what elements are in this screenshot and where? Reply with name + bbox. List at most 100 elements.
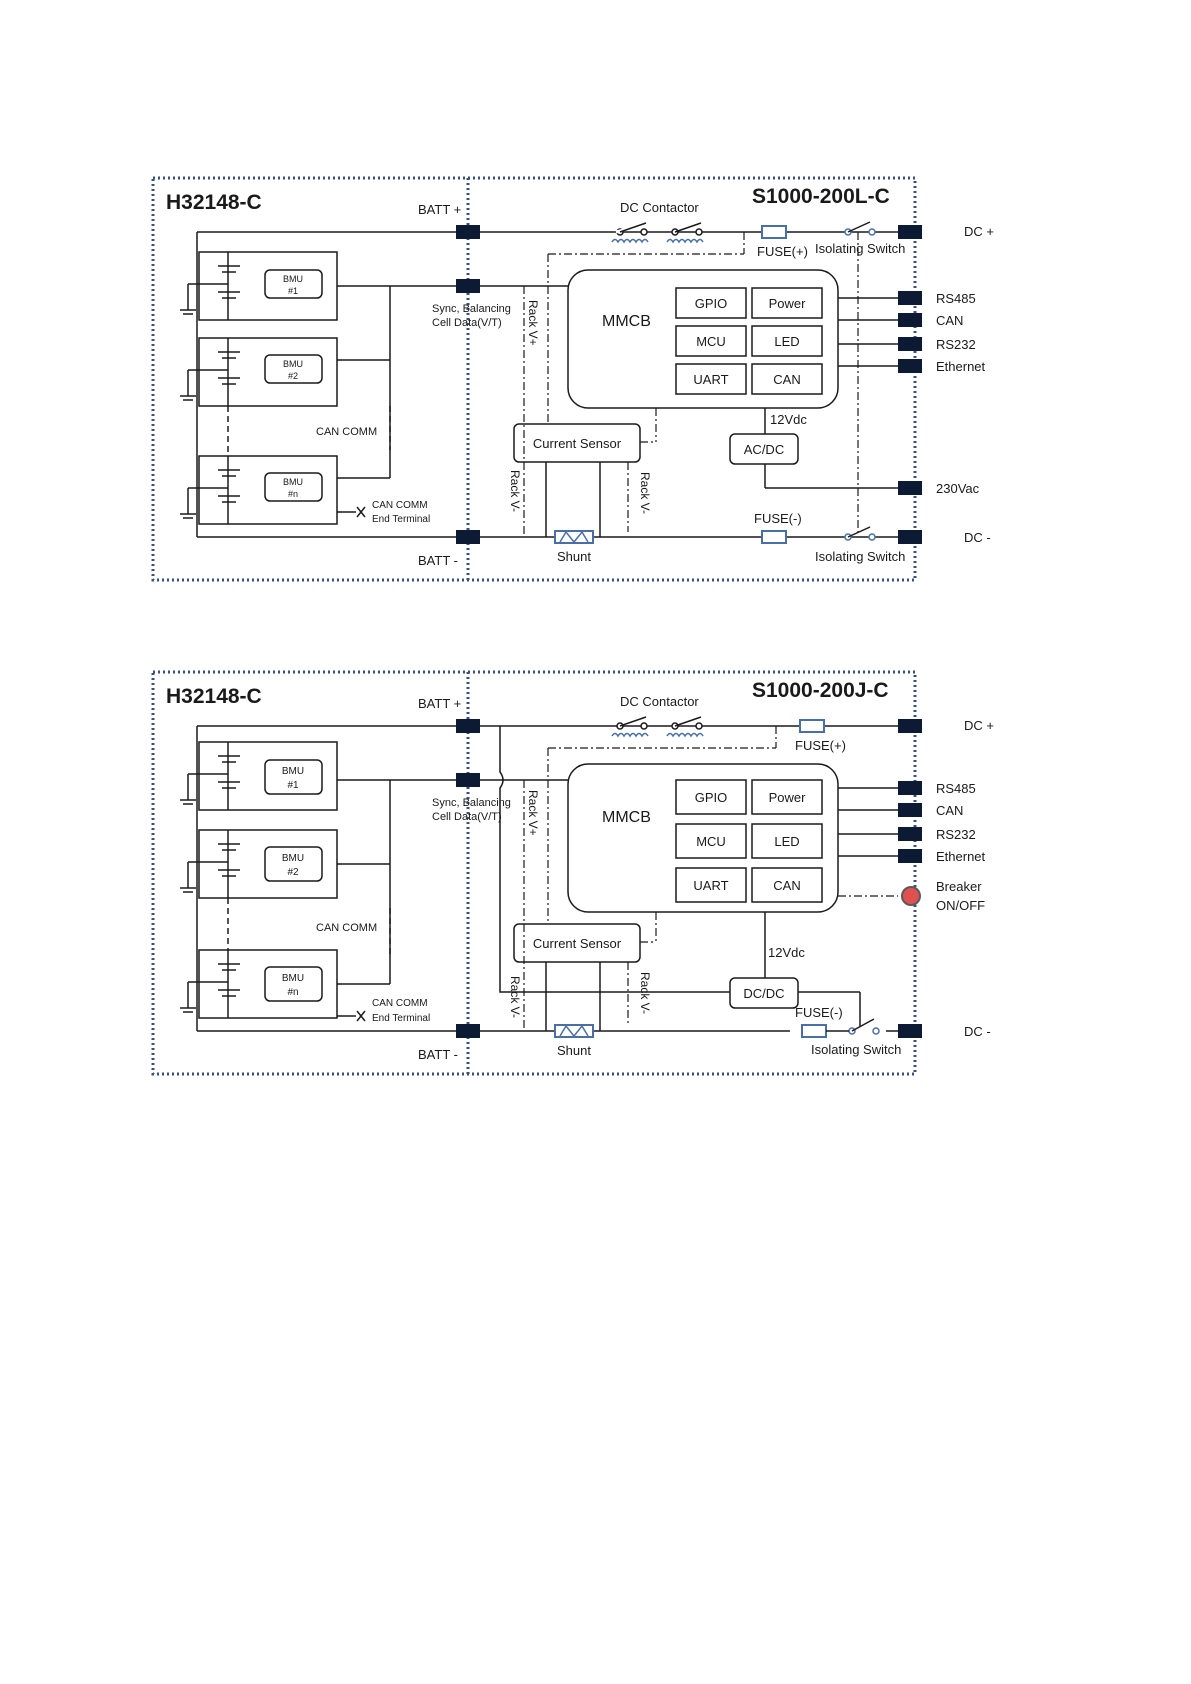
connector-batt-minus	[456, 530, 480, 544]
current-sensor-label: Current Sensor	[533, 936, 622, 951]
module-box-led	[751, 325, 823, 357]
breaker-label-2: ON/OFF	[936, 898, 985, 913]
dcdc-box	[729, 977, 799, 1009]
bmu-2-box	[264, 846, 323, 882]
connector-rs232	[898, 337, 922, 351]
batt-minus-label: BATT -	[418, 553, 458, 568]
isolating-switch-bottom	[826, 1018, 880, 1035]
isolating-switch-bottom	[844, 526, 876, 541]
fuse-plus-label: FUSE(+)	[757, 244, 808, 259]
dc-contactor-1	[611, 222, 649, 244]
bmu-n-box	[264, 472, 323, 502]
rack-v-minus-right-label: Rack V-	[638, 472, 652, 514]
can-end-label-1: CAN COMM	[372, 500, 428, 511]
voltage-12-label: 12Vdc	[768, 945, 805, 960]
bmu-1-number: #1	[287, 780, 299, 791]
connector-sync	[456, 773, 480, 787]
module-box-led	[751, 823, 823, 859]
battery-module-1	[198, 251, 338, 321]
breaker-indicator-icon	[901, 886, 921, 906]
bmu-n-title: BMU	[283, 477, 303, 487]
module-box-power	[751, 287, 823, 319]
bmu-2-number: #2	[287, 867, 299, 878]
module-power: Power	[769, 790, 807, 805]
dc-minus-label: DC -	[964, 1024, 991, 1039]
voltage-12-label: 12Vdc	[770, 412, 807, 427]
port-rs485: RS485	[936, 781, 976, 796]
battery-title: H32148-C	[166, 191, 262, 214]
fuse-minus-label: FUSE(-)	[754, 511, 802, 526]
connector-230vac	[898, 481, 922, 495]
controller-title: S1000-200L-C	[752, 185, 890, 208]
isolating-switch-bottom-label: Isolating Switch	[815, 549, 905, 564]
connector-rs485	[898, 291, 922, 305]
module-led: LED	[774, 834, 799, 849]
module-box-mcu	[675, 325, 747, 357]
sync-label-2: Cell Data(V/T)	[432, 811, 502, 823]
controller-title: S1000-200J-C	[752, 679, 889, 702]
current-sensor-box	[513, 923, 641, 963]
rack-v-plus-label: Rack V+	[526, 300, 540, 346]
bmu-n-box	[264, 966, 323, 1002]
module-can: CAN	[773, 878, 800, 893]
fuse-minus	[761, 530, 787, 544]
module-box-can	[751, 363, 823, 395]
shunt-label: Shunt	[557, 1043, 591, 1058]
module-box-can	[751, 867, 823, 903]
converter-label: DC/DC	[743, 986, 784, 1001]
bmu-2-title: BMU	[283, 359, 303, 369]
connector-rs485	[898, 781, 922, 795]
bmu-1-title: BMU	[283, 274, 303, 284]
module-box-uart	[675, 363, 747, 395]
dc-plus-label: DC +	[964, 224, 994, 239]
connector-dc-minus	[898, 1024, 922, 1038]
cell-stack-2	[180, 338, 240, 406]
module-box-gpio	[675, 779, 747, 815]
connector-batt-plus	[456, 719, 480, 733]
diagram-s1000-200j: H32148-C S1000-200J-C BATT + BATT - DC C…	[0, 654, 1191, 1094]
dc-contactor-1	[611, 716, 649, 738]
module-box-uart	[675, 867, 747, 903]
connector-ethernet	[898, 359, 922, 373]
bmu-1-box	[264, 759, 323, 795]
module-box-power	[751, 779, 823, 815]
acdc-box	[729, 433, 799, 465]
connector-batt-minus	[456, 1024, 480, 1038]
bmu-2-number: #2	[288, 371, 298, 381]
isolating-switch-bottom-label: Isolating Switch	[811, 1042, 901, 1057]
bmu-2-title: BMU	[282, 853, 304, 864]
dc-contactor-label: DC Contactor	[620, 200, 699, 215]
module-gpio: GPIO	[695, 296, 728, 311]
dc-contactor-2	[666, 716, 704, 738]
fuse-minus-label: FUSE(-)	[795, 1005, 843, 1020]
sync-label-1: Sync, Balancing	[432, 303, 511, 315]
module-uart: UART	[693, 372, 728, 387]
rack-v-minus-right-label: Rack V-	[638, 972, 652, 1014]
module-can: CAN	[773, 372, 800, 387]
bmu-1-title: BMU	[282, 766, 304, 777]
connector-dc-plus	[898, 719, 922, 733]
port-ethernet: Ethernet	[936, 849, 986, 864]
mmcb-label: MMCB	[602, 809, 651, 826]
rack-v-plus-label: Rack V+	[526, 790, 540, 836]
fuse-minus	[801, 1024, 827, 1038]
batt-plus-label: BATT +	[418, 202, 461, 217]
connector-sync	[456, 279, 480, 293]
can-end-label-2: End Terminal	[372, 514, 430, 525]
current-sensor-box	[513, 423, 641, 463]
outer-border	[151, 176, 917, 582]
outer-border	[151, 670, 917, 1076]
module-uart: UART	[693, 878, 728, 893]
bmu-n-number: #n	[287, 987, 298, 998]
cell-stack-n	[180, 950, 240, 1018]
mmcb-box	[567, 763, 839, 913]
bmu-1-number: #1	[288, 286, 298, 296]
isolating-switch-top-label: Isolating Switch	[815, 241, 905, 256]
batt-minus-label: BATT -	[418, 1047, 458, 1062]
battery-module-n	[198, 949, 338, 1019]
module-box-mcu	[675, 823, 747, 859]
current-sensor-label: Current Sensor	[533, 436, 622, 451]
port-rs232: RS232	[936, 827, 976, 842]
can-end-label-1: CAN COMM	[372, 998, 428, 1009]
rack-v-minus-left-label: Rack V-	[508, 470, 522, 512]
